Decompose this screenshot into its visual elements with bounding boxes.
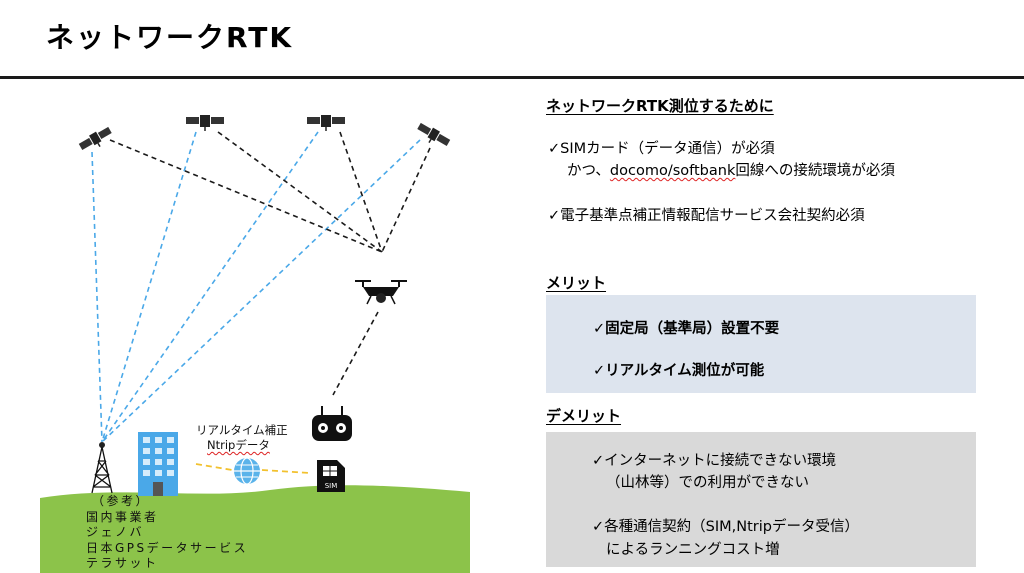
reference-line: 日本GPSデータサービス: [86, 540, 249, 555]
demerit-item-1-line-2: （山林等）での利用ができない: [606, 475, 809, 491]
correction-data-lines: [195, 463, 311, 474]
title-divider: [0, 76, 1024, 79]
requirements-heading: ネットワークRTK測位するために: [546, 97, 774, 115]
demerit-item-1-line-1: ✓インターネットに接続できない環境: [592, 453, 837, 469]
reference-line: ジェノバ: [86, 525, 145, 539]
gnss-signal-lines-drone: [109, 131, 431, 396]
remote-controller-icon: [312, 406, 352, 441]
reference-line: （参考）: [92, 494, 151, 508]
requirement-carrier-prefix: かつ、: [567, 163, 610, 179]
page-title: ネットワークRTK: [46, 21, 294, 54]
merit-heading: メリット: [546, 274, 607, 292]
correction-label-1: リアルタイム補正: [196, 423, 288, 437]
requirement-carrier: かつ、docomo/softbank回線への接続環境が必須: [567, 160, 895, 182]
satellite-icon: [307, 115, 345, 131]
demerit-item-2-line-2: によるランニングコスト増: [606, 542, 780, 558]
merit-item: ✓固定局（基準局）設置不要: [593, 321, 780, 337]
globe-icon: [234, 457, 260, 485]
demerit-box: ✓インターネットに接続できない環境 （山林等）での利用ができない ✓各種通信契約…: [546, 432, 976, 567]
satellite-icon: [78, 126, 112, 150]
reference-line: テラサット: [86, 556, 159, 570]
reference-line: 国内事業者: [86, 509, 159, 524]
carrier-names: docomo/softbank: [609, 163, 736, 179]
network-rtk-diagram: SIM リアルタイム補正 Ntripデータ: [0, 80, 520, 573]
sim-card-icon: SIM: [317, 460, 345, 492]
satellite-icon: [186, 115, 224, 131]
merit-box: ✓固定局（基準局）設置不要 ✓リアルタイム測位が可能: [546, 295, 976, 393]
requirement-sim: ✓SIMカード（データ通信）が必須: [548, 141, 775, 157]
requirement-service-contract: ✓電子基準点補正情報配信サービス会社契約必須: [548, 208, 865, 224]
drone-icon: [355, 280, 407, 305]
diagram-canvas: SIM: [40, 115, 470, 573]
demerit-item-2-line-1: ✓各種通信契約（SIM,Ntripデータ受信）: [592, 519, 859, 535]
requirement-carrier-suffix: 回線への接続環境が必須: [735, 163, 895, 179]
sim-card-label: SIM: [325, 482, 338, 490]
ground: [40, 485, 470, 573]
satellite-icon: [417, 122, 451, 146]
demerit-heading: デメリット: [546, 407, 622, 425]
merit-item: ✓リアルタイム測位が可能: [593, 363, 765, 379]
reference-providers: （参考） 国内事業者 ジェノバ 日本GPSデータサービス テラサット: [86, 494, 248, 572]
gnss-signal-lines-tower: [91, 131, 421, 443]
building-icon: [138, 432, 178, 496]
correction-label-2: Ntripデータ: [207, 438, 270, 452]
base-station-tower-icon: [91, 442, 113, 494]
